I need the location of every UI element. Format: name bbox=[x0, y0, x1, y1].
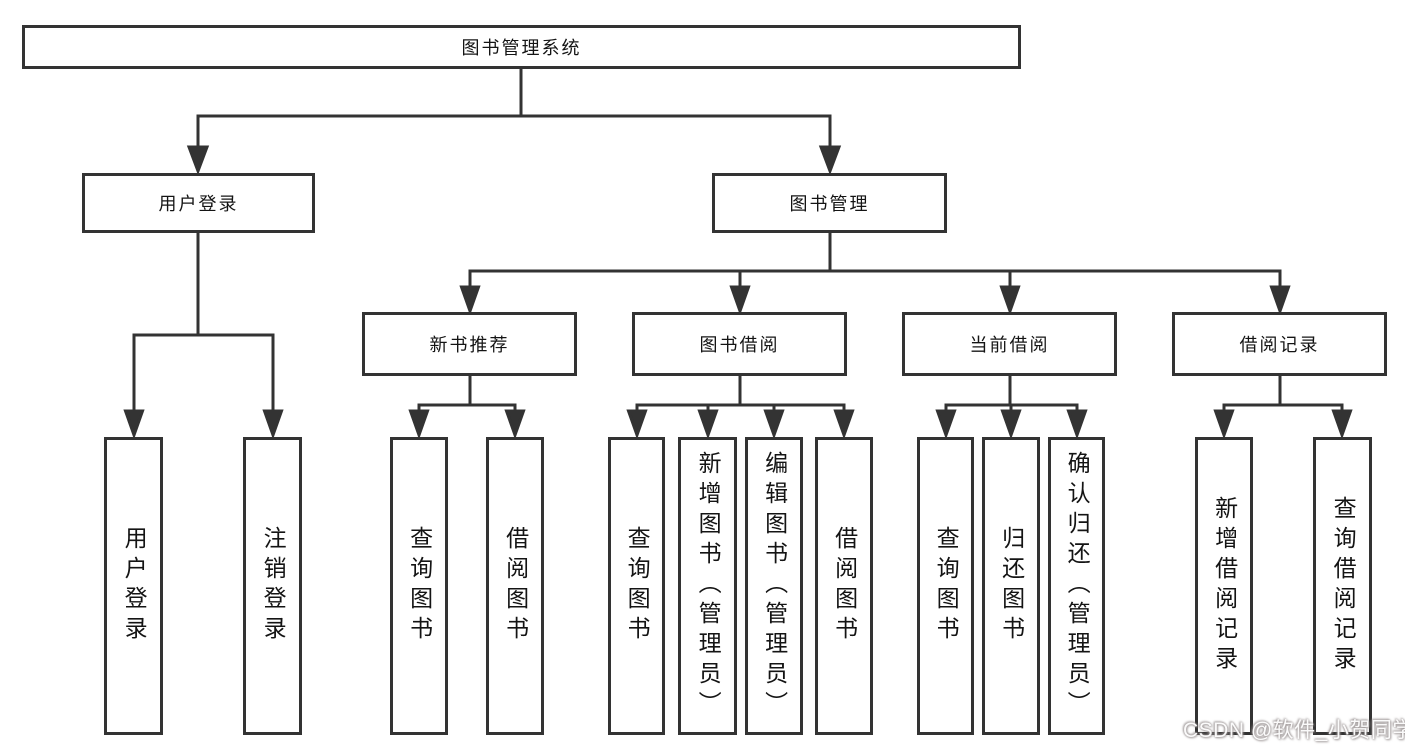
node-library-system-label: 图书管理系统 bbox=[461, 38, 582, 58]
leaf-return-books-label: 归还图书 bbox=[998, 526, 1025, 646]
leaf-add-books-admin-label: 新增图书（管理员） bbox=[695, 451, 722, 721]
leaf-confirm-return-admin: 确认归还（管理员） bbox=[1048, 437, 1105, 735]
leaf-query-books-borrowing-label: 查询图书 bbox=[624, 526, 651, 646]
leaf-query-books-recommend: 查询图书 bbox=[390, 437, 448, 735]
node-user-login-label: 用户登录 bbox=[158, 194, 239, 214]
leaf-borrow-books: 借阅图书 bbox=[815, 437, 873, 735]
node-new-book-recommend: 新书推荐 bbox=[362, 312, 577, 376]
node-book-management-label: 图书管理 bbox=[789, 194, 870, 214]
leaf-add-books-admin: 新增图书（管理员） bbox=[678, 437, 737, 735]
leaf-add-borrow-record-label: 新增借阅记录 bbox=[1211, 496, 1238, 676]
node-library-system: 图书管理系统 bbox=[22, 25, 1021, 69]
node-user-login: 用户登录 bbox=[82, 173, 315, 233]
leaf-query-books-current-label: 查询图书 bbox=[933, 526, 960, 646]
node-book-management: 图书管理 bbox=[712, 173, 947, 233]
node-current-borrowing-label: 当前借阅 bbox=[969, 335, 1050, 355]
node-book-borrowing: 图书借阅 bbox=[632, 312, 847, 376]
leaf-edit-books-admin: 编辑图书（管理员） bbox=[745, 437, 803, 735]
leaf-edit-books-admin-label: 编辑图书（管理员） bbox=[761, 451, 788, 721]
node-book-borrowing-label: 图书借阅 bbox=[699, 335, 780, 355]
leaf-borrow-books-recommend-label: 借阅图书 bbox=[502, 526, 529, 646]
node-borrow-records-label: 借阅记录 bbox=[1239, 335, 1320, 355]
leaf-user-login-label: 用户登录 bbox=[121, 526, 148, 646]
leaf-logout: 注销登录 bbox=[243, 437, 302, 735]
leaf-query-books-current: 查询图书 bbox=[917, 437, 974, 735]
leaf-query-borrow-record: 查询借阅记录 bbox=[1313, 437, 1372, 735]
leaf-user-login: 用户登录 bbox=[104, 437, 163, 735]
leaf-add-borrow-record: 新增借阅记录 bbox=[1195, 437, 1253, 735]
leaf-borrow-books-label: 借阅图书 bbox=[831, 526, 858, 646]
leaf-query-books-borrowing: 查询图书 bbox=[608, 437, 665, 735]
leaf-borrow-books-recommend: 借阅图书 bbox=[486, 437, 544, 735]
leaf-logout-label: 注销登录 bbox=[260, 526, 287, 646]
leaf-return-books: 归还图书 bbox=[982, 437, 1040, 735]
leaf-query-borrow-record-label: 查询借阅记录 bbox=[1330, 496, 1357, 676]
leaf-query-books-recommend-label: 查询图书 bbox=[406, 526, 433, 646]
node-borrow-records: 借阅记录 bbox=[1172, 312, 1387, 376]
node-current-borrowing: 当前借阅 bbox=[902, 312, 1117, 376]
leaf-confirm-return-admin-label: 确认归还（管理员） bbox=[1064, 451, 1091, 721]
node-new-book-recommend-label: 新书推荐 bbox=[429, 335, 510, 355]
watermark: CSDN @软件_小贺同学 bbox=[1183, 719, 1405, 742]
